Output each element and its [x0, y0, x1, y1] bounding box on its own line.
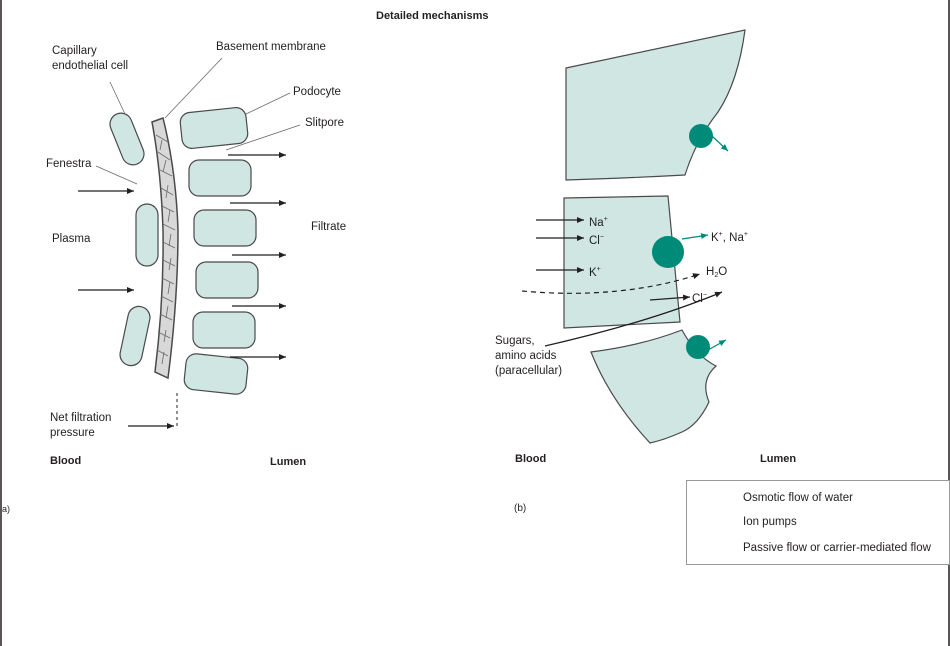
label-basement-membrane: Basement membrane — [216, 40, 326, 54]
label-pressure: pressure — [50, 426, 95, 440]
label-lumen-b: Lumen — [760, 452, 796, 466]
podocyte — [194, 210, 256, 246]
pump-arrow — [712, 136, 728, 151]
ion-pump — [652, 236, 684, 268]
legend-label-osmotic: Osmotic flow of water — [743, 492, 853, 504]
legend-item-passive-flow: Passive flow or carrier-mediated flow — [687, 537, 949, 561]
label-k-na-out: K+, Na+ — [711, 228, 748, 245]
panel-a-corner-label: a) — [2, 502, 10, 516]
podocyte — [196, 262, 258, 298]
leader-line — [165, 58, 222, 118]
label-cl-in: Cl− — [589, 231, 604, 248]
label-net-filtration: Net filtration — [50, 411, 111, 425]
podocyte — [193, 312, 255, 348]
legend-item-osmotic: Osmotic flow of water — [687, 487, 949, 511]
label-sugars: Sugars, — [495, 334, 535, 348]
podocyte — [189, 160, 251, 196]
label-fenestra: Fenestra — [46, 157, 91, 171]
label-lumen-a: Lumen — [270, 455, 306, 469]
label-slitpore: Slitpore — [305, 116, 344, 130]
label-cl-out: Cl− — [692, 289, 707, 306]
leader-line — [110, 82, 125, 114]
ion-pump — [689, 124, 713, 148]
leader-line — [96, 166, 137, 184]
podocyte — [183, 353, 248, 395]
label-k-in: K+ — [589, 263, 601, 280]
label-plasma: Plasma — [52, 232, 90, 246]
podocyte — [179, 107, 248, 150]
endothelial-cell — [136, 204, 158, 266]
legend-label-passive-flow: Passive flow or carrier-mediated flow — [743, 542, 931, 554]
label-amino-acids: amino acids — [495, 349, 556, 363]
label-podocyte: Podocyte — [293, 85, 341, 99]
label-capillary: Capillary — [52, 44, 97, 58]
diagram-title: Detailed mechanisms — [376, 9, 489, 23]
panel-b-corner-label: (b) — [514, 502, 526, 516]
tubule-cell-top — [566, 30, 745, 180]
label-endothelial-cell: endothelial cell — [52, 59, 128, 73]
legend-item-ion-pumps: Ion pumps — [687, 511, 949, 535]
legend: Osmotic flow of water Ion pumps Passive … — [686, 480, 950, 565]
label-paracellular: (paracellular) — [495, 364, 562, 378]
label-filtrate: Filtrate — [311, 220, 346, 234]
endothelial-cell — [118, 304, 152, 367]
leader-line — [246, 93, 290, 114]
legend-label-ion-pumps: Ion pumps — [743, 516, 797, 528]
label-na-in: Na+ — [589, 213, 608, 230]
label-blood-a: Blood — [50, 454, 81, 468]
pump-arrow — [682, 235, 708, 239]
endothelial-cell — [107, 110, 148, 168]
ion-pump — [686, 335, 710, 359]
label-h2o: H2O — [706, 265, 727, 283]
label-blood-b: Blood — [515, 452, 546, 466]
pump-arrow — [708, 340, 726, 350]
